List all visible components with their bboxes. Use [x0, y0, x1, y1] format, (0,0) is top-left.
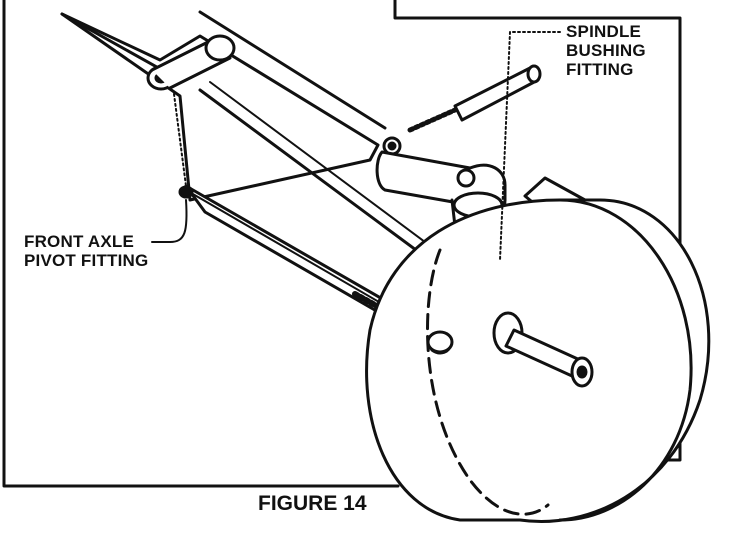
leader-pivot	[173, 93, 187, 187]
front-axle-pivot-fitting-label: FRONT AXLE PIVOT FITTING	[24, 232, 149, 270]
steering-rod	[453, 66, 540, 122]
figure-caption: FIGURE 14	[258, 492, 367, 515]
pivot-tube	[146, 34, 236, 91]
figure-frame-left	[2, 0, 400, 488]
leader-front-axle	[151, 199, 188, 243]
chassis-beam	[60, 12, 380, 202]
figure-frame	[393, 0, 682, 462]
spindle-bushing-fitting-label: SPINDLE BUSHING FITTING	[566, 22, 646, 79]
leader-spindle	[499, 31, 561, 261]
